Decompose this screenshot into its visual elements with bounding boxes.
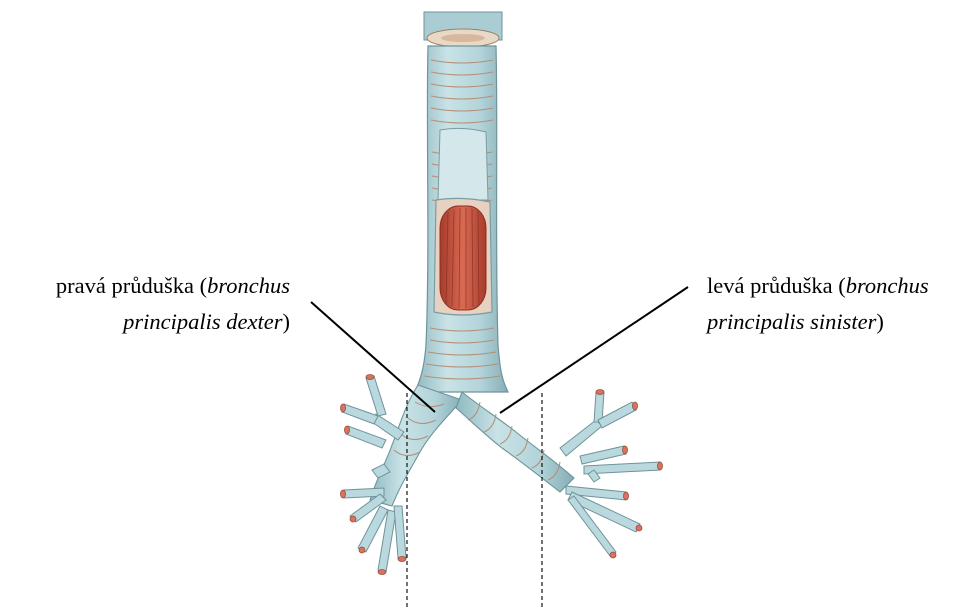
label-right-bronchus-latin-2: principalis dexter: [123, 309, 282, 334]
label-right-bronchus-line2: principalis dexter): [8, 304, 290, 340]
label-left-bronchus-latin-2: principalis sinister: [707, 309, 876, 334]
label-left-bronchus-latin-1: bronchus: [846, 273, 929, 298]
trachealis-muscle: [440, 206, 486, 310]
label-left-bronchus: levá průduška (bronchus principalis sini…: [707, 268, 975, 340]
label-right-bronchus-name: pravá průduška: [56, 273, 194, 298]
left-branches: [560, 392, 660, 556]
label-right-bronchus: pravá průduška (bronchus principalis dex…: [8, 268, 290, 340]
label-right-bronchus-line1: pravá průduška (bronchus: [8, 268, 290, 304]
label-left-bronchus-line2: principalis sinister): [707, 304, 975, 340]
leader-line-left-bronchus: [500, 287, 688, 413]
label-right-bronchus-latin-1: bronchus: [207, 273, 290, 298]
left-main-bronchus: [456, 392, 574, 492]
leader-lines: [311, 287, 688, 413]
label-left-bronchus-name: levá průduška: [707, 273, 833, 298]
left-branch-tips: [596, 390, 663, 559]
label-left-bronchus-line1: levá průduška (bronchus: [707, 268, 975, 304]
larynx-cut-edge: [424, 12, 502, 47]
